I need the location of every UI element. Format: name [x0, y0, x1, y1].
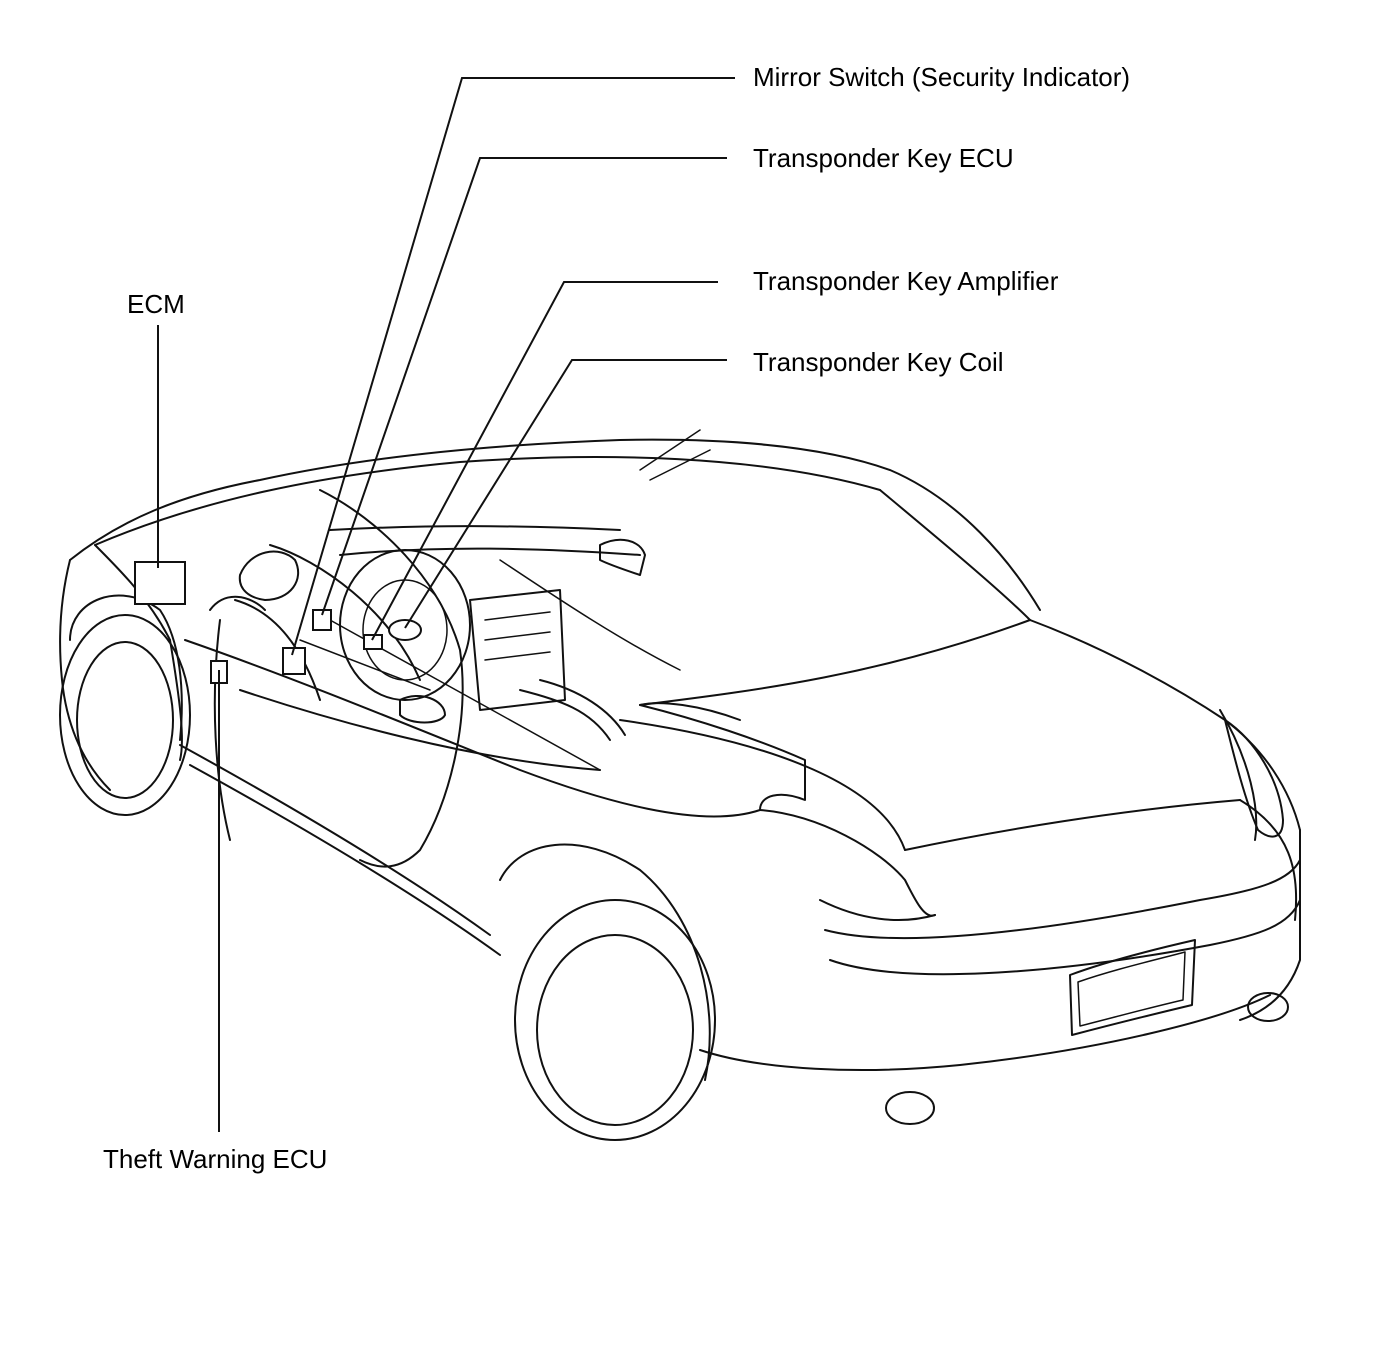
label-ecm: ECM: [127, 289, 185, 319]
label-transponder-key-amplifier: Transponder Key Amplifier: [753, 266, 1059, 296]
transponder-key-amplifier-box: [363, 634, 383, 650]
label-mirror-switch: Mirror Switch (Security Indicator): [753, 62, 1131, 92]
leader-transponder-key-coil: [404, 359, 727, 629]
leader-transponder-key-amplifier: [371, 281, 718, 641]
leader-lines: [157, 77, 735, 1132]
label-transponder-key-ecu: Transponder Key ECU: [753, 143, 1014, 173]
mirror-switch-box: [282, 647, 306, 675]
car-body: [59, 429, 1301, 1141]
label-transponder-key-coil: Transponder Key Coil: [753, 347, 1004, 377]
leader-mirror-switch: [291, 77, 735, 656]
ecm-box: [134, 561, 186, 605]
transponder-key-coil-ring: [388, 619, 422, 641]
components: [134, 561, 422, 684]
label-theft-warning-ecu: Theft Warning ECU: [103, 1144, 328, 1174]
transponder-key-ecu-box: [312, 609, 332, 631]
leader-transponder-key-ecu: [321, 157, 727, 616]
